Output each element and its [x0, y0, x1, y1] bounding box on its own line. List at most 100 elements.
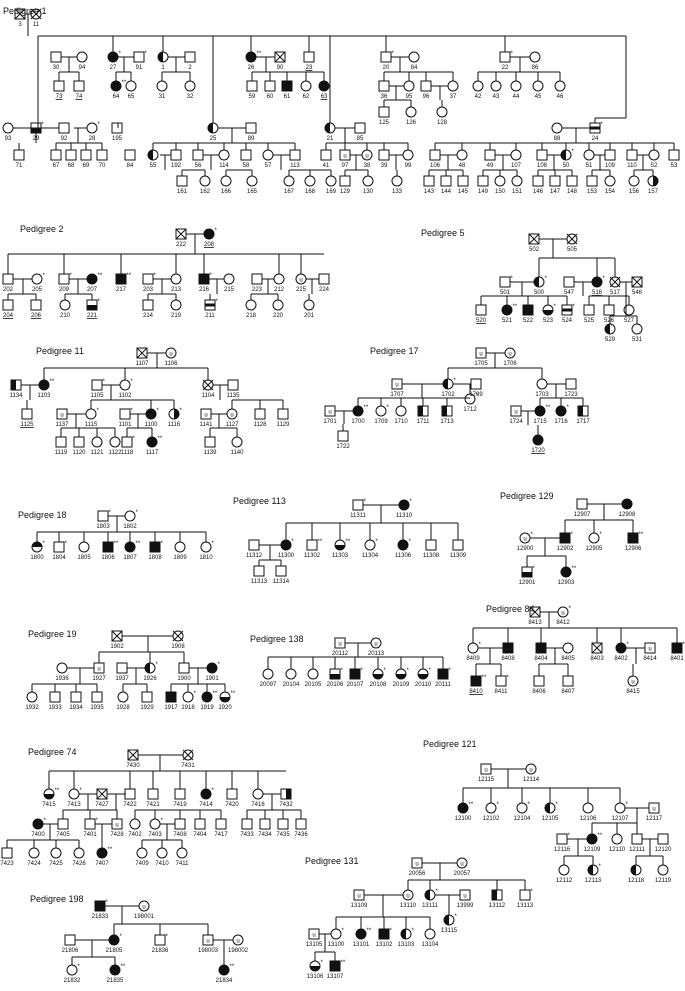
individual-7431: 7431: [181, 749, 195, 769]
female-circle: [372, 668, 384, 680]
female-circle: [586, 833, 598, 845]
individual-id-label: 1105: [91, 393, 105, 399]
individual-id-label: 1900: [177, 676, 191, 682]
individual-id-label: 8402: [614, 656, 628, 662]
individual-id-label: 149: [478, 189, 489, 195]
individual-id-label: 7408: [173, 832, 187, 838]
individual-id-label: 153: [587, 189, 598, 195]
individual-8402: *8402: [614, 642, 629, 662]
individual-11303: **11303: [332, 539, 351, 559]
male-square: [529, 606, 541, 618]
individual-168: 168: [304, 175, 316, 195]
sample-asterisk: *: [567, 405, 570, 411]
individual-84: 84: [124, 149, 136, 169]
sample-asterisk: *: [98, 299, 101, 305]
male-square: [604, 149, 616, 161]
female-circle: [566, 233, 578, 245]
individual-1917: 1917: [164, 691, 178, 711]
individual-1700: **1700: [351, 405, 369, 425]
individual-id-label: 7402: [128, 832, 142, 838]
individual-21834: **21834: [216, 964, 235, 984]
individual-id-label: 7422: [123, 802, 137, 808]
female-circle: [525, 763, 537, 775]
sample-asterisk: *: [133, 436, 136, 442]
individual-12106: 12106: [580, 802, 597, 822]
individual-162: 162: [199, 175, 211, 195]
individual-id-label: 1700: [351, 419, 365, 425]
individual-id-label: 57: [265, 163, 272, 169]
male-square: [378, 106, 390, 118]
male-square: [50, 149, 62, 161]
unknown-u-mark: u: [652, 806, 655, 812]
individual-id-label: 1712: [463, 407, 477, 413]
individual-id-label: 126: [406, 120, 417, 126]
male-square: [459, 889, 471, 901]
male-square: [1, 847, 13, 859]
male-square: [119, 408, 131, 420]
male-square: [603, 304, 615, 316]
male-square: [281, 80, 293, 92]
individual-85: 85: [354, 122, 366, 142]
individual-1140: 1140: [231, 436, 244, 456]
male-square: [176, 175, 188, 187]
male-square: [452, 539, 464, 551]
male-square: [470, 378, 482, 390]
individual-id-label: 8401: [670, 656, 684, 662]
male-square: [147, 788, 159, 800]
individual-id-label: 32: [187, 94, 194, 100]
female-circle: [200, 788, 212, 800]
sample-asterisk: *: [556, 802, 559, 808]
sample-asterisk: *: [109, 510, 112, 516]
individual-id-label: 96: [423, 94, 430, 100]
sample-asterisk: **: [136, 541, 141, 547]
male-square: [502, 642, 514, 654]
individual-20109: *20109: [393, 668, 410, 688]
individual-42: 42: [472, 80, 484, 100]
individual-id-label: 161: [177, 189, 188, 195]
individual-id-label: 148: [567, 189, 578, 195]
male-square: [64, 934, 76, 946]
individual-id-label: 11300: [278, 553, 295, 559]
individual-id-label: 20105: [305, 682, 322, 688]
male-square: [329, 960, 341, 972]
individual-id-label: 143: [424, 189, 435, 195]
pedigree-title: Pedigree 11: [36, 346, 84, 356]
female-circle: [397, 539, 409, 551]
male-square: [324, 405, 336, 417]
individual-13102: *13102: [376, 928, 393, 948]
individual-12113: *12113: [585, 864, 602, 884]
female-circle: [32, 818, 44, 830]
individual-id-label: 13103: [398, 942, 415, 948]
male-square: [586, 175, 598, 187]
individual-11306: *11306: [395, 539, 412, 559]
sample-asterisk: *: [455, 914, 458, 920]
female-circle: [370, 637, 382, 649]
individual-id-label: 7415: [42, 802, 56, 808]
individual-id-label: 1715: [533, 419, 547, 425]
female-circle: [262, 149, 274, 161]
individual-216: *216: [198, 273, 213, 293]
female-circle: [168, 408, 180, 420]
individual-7433: 7433: [240, 818, 254, 838]
male-square: [91, 379, 103, 391]
female-circle: [304, 175, 316, 187]
individual-id-label: 1104: [202, 393, 216, 399]
male-square: [499, 51, 511, 63]
male-square: [671, 642, 683, 654]
individual-114: 114: [218, 149, 230, 169]
male-square: [378, 149, 390, 161]
sample-asterisk: *: [44, 818, 47, 824]
individual-id-label: 129: [340, 189, 351, 195]
individual-id-label: 23: [306, 65, 313, 71]
individual-id-label: 13109: [351, 903, 368, 909]
individual-id-label: 7416: [251, 802, 265, 808]
male-square: [86, 299, 98, 311]
individual-id-label: 208: [204, 242, 215, 248]
female-circle: [510, 80, 522, 92]
male-square: [441, 405, 453, 417]
male-square: [136, 347, 148, 359]
individual-id-label: 20111: [435, 682, 451, 688]
individual-id-label: 7432: [279, 802, 293, 808]
individual-1802: *1802: [123, 510, 138, 530]
individual-1932: 1932: [25, 691, 39, 711]
